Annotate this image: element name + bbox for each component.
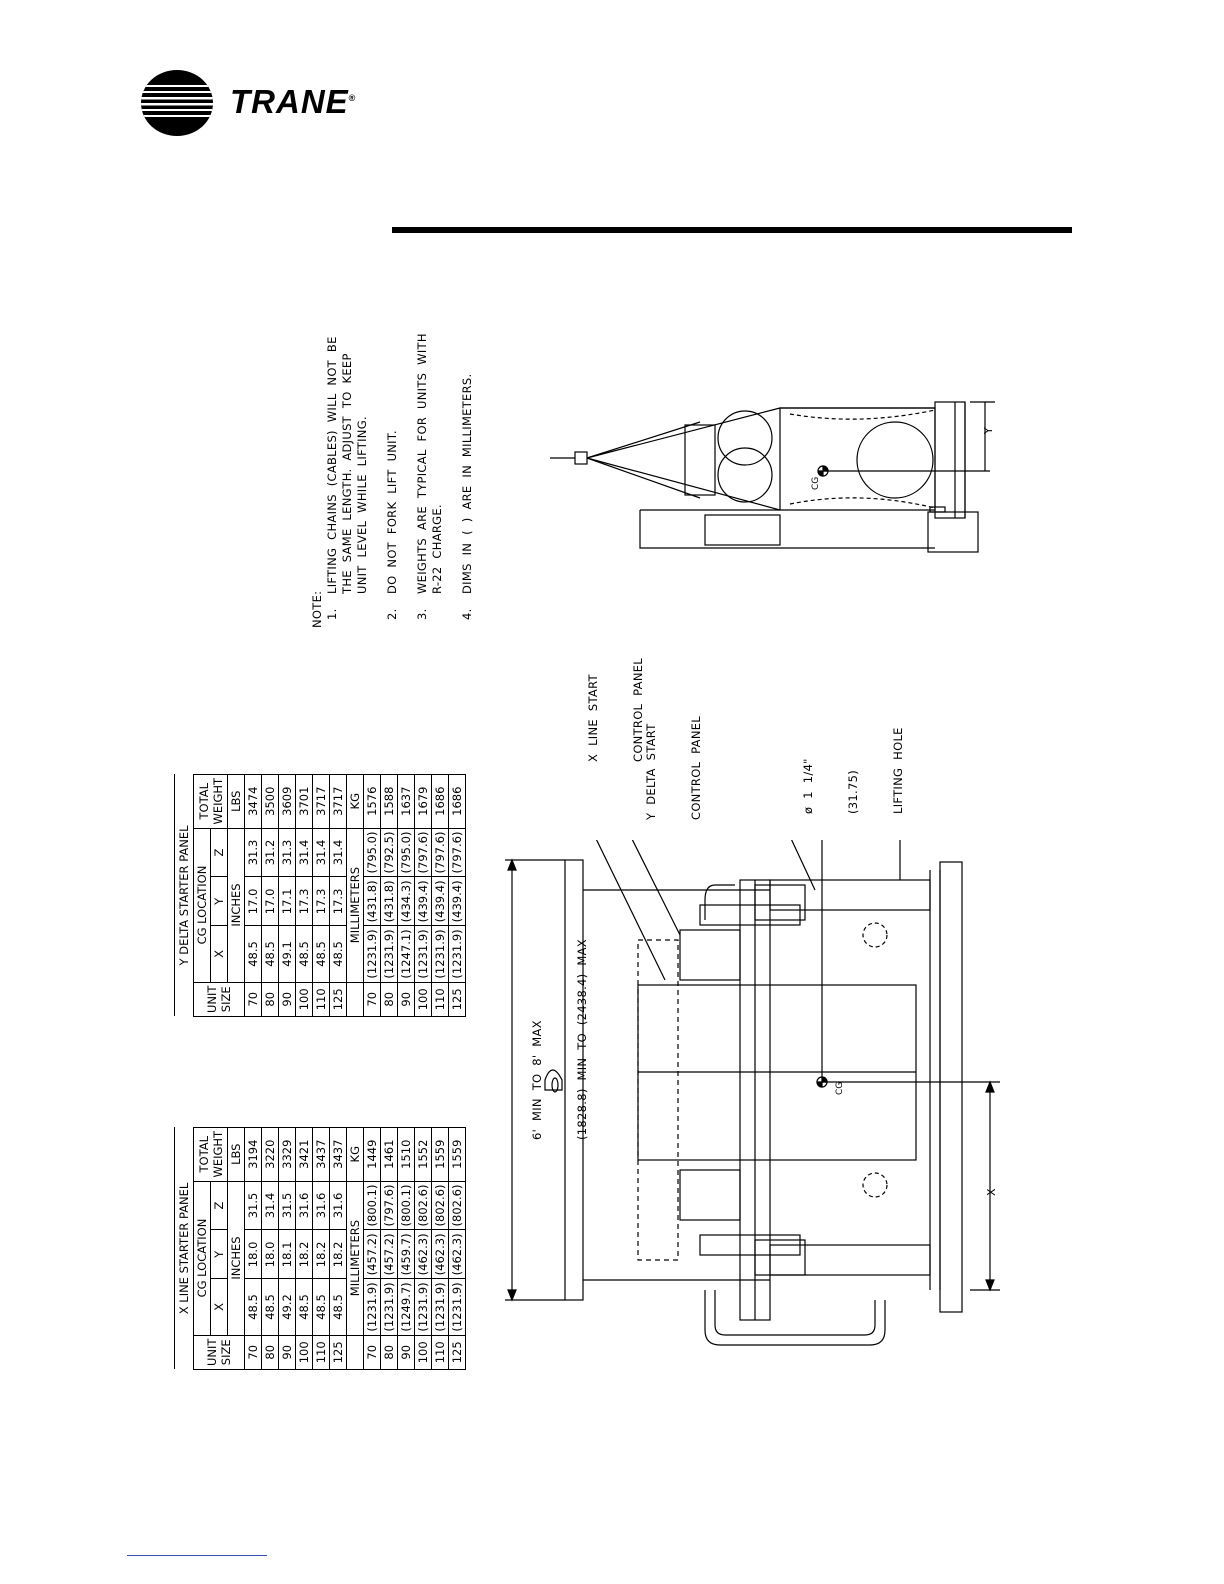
notes-block: NOTE: 1.LIFTING CHAINS (CABLES) WILL NOT… (310, 300, 490, 628)
note-item: 4.DIMS IN ( ) ARE IN MILLIMETERS. (460, 373, 474, 620)
table-row: 90(1247.1)(434.3)(795.0)1637 (397, 774, 415, 1017)
table-row: 90(1249.7)(459.7)(800.1)1510 (397, 1127, 415, 1370)
side-view-drawing: X CG Z (505, 840, 1000, 1346)
cg-label: CG (811, 477, 821, 490)
cg-label: CG (835, 1082, 845, 1095)
table-row: 80(1231.9)(431.8)(792.5)1588 (380, 774, 398, 1017)
footer-rule (127, 1555, 267, 1556)
table-row: 70(1231.9)(431.8)(795.0)1576 (363, 774, 381, 1017)
spreader-dimension-label: 6' MIN TO 8' MAX (1828.8) MIN TO (2438.4… (530, 939, 589, 1140)
table-row: 125(1231.9)(462.3)(802.6)1559 (448, 1127, 466, 1370)
table-row: 100(1231.9)(462.3)(802.6)1552 (414, 1127, 432, 1370)
cg-location-header: CG LOCATION (193, 1181, 211, 1336)
end-view-drawing: Y CG (550, 401, 995, 553)
table-title: X LINE STARTER PANEL (174, 1127, 194, 1370)
trane-logo-icon (141, 70, 213, 136)
notes-heading: NOTE: (310, 590, 324, 628)
table-row: 100(1231.9)(439.4)(797.6)1679 (414, 774, 432, 1017)
table-row: 110(1231.9)(439.4)(797.6)1686 (431, 774, 449, 1017)
table-row: 110(1231.9)(462.3)(802.6)1559 (431, 1127, 449, 1370)
note-item: 2.DO NOT FORK LIFT UNIT. (385, 430, 399, 620)
cg-location-header: CG LOCATION (193, 828, 211, 983)
table-row: 70(1231.9)(457.2)(800.1)1449 (363, 1127, 381, 1370)
table-row: 125(1231.9)(439.4)(797.6)1686 (448, 774, 466, 1017)
y-delta-panel-label: Y DELTA START CONTROL PANEL (644, 715, 703, 820)
table-title: Y DELTA STARTER PANEL (174, 774, 194, 1017)
brand-name: TRANE® (230, 83, 357, 120)
dim-y-label: Y (982, 427, 995, 435)
header-rule (392, 227, 1072, 233)
table-row: 80(1231.9)(457.2)(797.6)1461 (380, 1127, 398, 1370)
dim-x-label: X (985, 1188, 998, 1196)
lifting-hole-label: ø 1 1/4" (31.75) LIFTING HOLE (801, 727, 905, 814)
